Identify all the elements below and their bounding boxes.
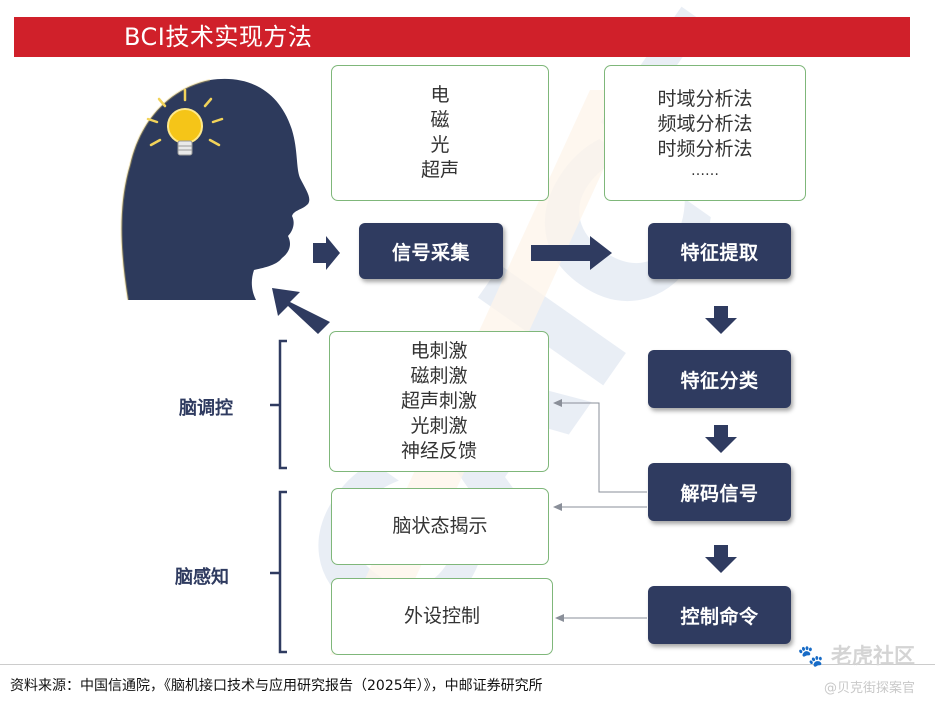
watermark-brand: 🐾 老虎社区 [798,640,915,670]
footer-divider [0,664,935,665]
perception-item: 脑状态揭示 [392,515,488,537]
signal-type-item: 超声 [420,159,459,181]
analysis-method-item: …… [691,162,719,179]
watermark-brand-text: 老虎社区 [831,644,915,668]
modulation-item: 神经反馈 [400,440,477,462]
brackets [270,339,287,654]
head-silhouette [120,78,310,301]
analysis-methods-box: 时域分析法 频域分析法 时频分析法 …… [604,65,806,201]
signal-type-item: 光 [430,134,450,156]
signal-type-item: 电 [430,84,450,106]
perception-item: 外设控制 [403,605,480,627]
analysis-method-item: 频域分析法 [657,112,753,135]
signal-type-item: 磁 [430,109,450,131]
modulation-label: 脑调控 [179,398,233,419]
peripheral-control-box: 外设控制 [331,578,553,655]
modulation-item: 超声刺激 [400,390,477,412]
watermark-handle: @贝克街探案官 [823,681,915,696]
control-command-box: 控制命令 [648,586,791,644]
perception-label: 脑感知 [175,567,229,588]
title-bar: BCI技术实现方法 [14,17,910,57]
lightbulb-icon [146,88,224,156]
modulation-item: 光刺激 [410,415,468,437]
thin-connectors [553,399,647,622]
paw-icon: 🐾 [797,644,824,668]
analysis-method-item: 时域分析法 [657,87,753,110]
analysis-method-item: 时频分析法 [657,137,753,160]
page-title: BCI技术实现方法 [124,23,313,51]
signal-acquisition-box: 信号采集 [359,223,503,279]
decode-signal-box: 解码信号 [648,463,791,521]
brain-state-box: 脑状态揭示 [331,488,549,565]
source-note: 资料来源：中国信通院，《脑机接口技术与应用研究报告（2025年）》，中邮证券研究… [10,678,543,694]
signal-types-box: 电 磁 光 超声 [331,65,549,201]
feature-classification-box: 特征分类 [648,350,791,408]
modulation-item: 电刺激 [410,340,468,362]
feature-extraction-box: 特征提取 [648,223,791,279]
modulation-item: 磁刺激 [410,365,468,387]
modulation-methods-box: 电刺激 磁刺激 超声刺激 光刺激 神经反馈 [329,331,549,472]
flow-arrows [272,236,737,573]
